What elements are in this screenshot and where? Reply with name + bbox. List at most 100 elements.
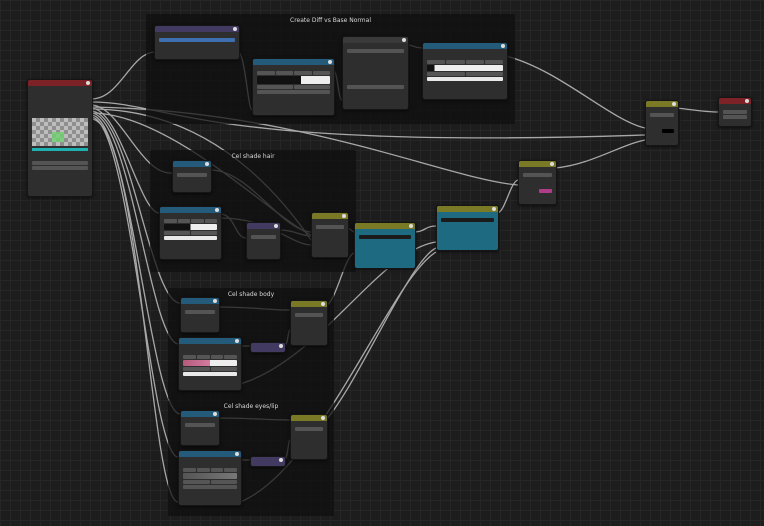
color-swatch[interactable] [539, 189, 552, 193]
olive-node[interactable] [311, 212, 349, 258]
color-ramp[interactable] [164, 224, 217, 230]
purple-node[interactable] [250, 342, 286, 353]
blue-node[interactable] [172, 160, 212, 193]
output-node[interactable] [718, 97, 752, 127]
socket-row [343, 79, 408, 84]
button-row[interactable] [183, 468, 237, 472]
teal-node[interactable] [354, 222, 416, 269]
field[interactable] [185, 423, 215, 427]
circle-icon [213, 299, 217, 303]
field[interactable] [316, 225, 344, 229]
image-field[interactable] [32, 161, 88, 165]
color-ramp[interactable] [183, 360, 237, 366]
socket-row [291, 307, 327, 312]
mode-dropdown[interactable] [359, 235, 411, 239]
button-row[interactable] [257, 71, 330, 75]
mode-dropdown[interactable] [650, 113, 674, 117]
socket-row [160, 241, 221, 246]
button-row[interactable] [164, 231, 217, 235]
source-node[interactable] [27, 79, 93, 197]
button-row[interactable] [164, 219, 217, 223]
color-ramp[interactable] [257, 76, 330, 84]
circle-icon [328, 60, 332, 64]
socket-row [160, 213, 221, 218]
mode-dropdown[interactable] [441, 218, 494, 222]
blue-node[interactable] [422, 42, 508, 100]
position-field[interactable] [164, 236, 217, 240]
button-row[interactable] [183, 367, 237, 371]
button-row[interactable] [427, 60, 503, 64]
link [90, 51, 155, 100]
preview-bar [32, 148, 88, 151]
gray-node[interactable] [342, 36, 409, 110]
checkbox-row[interactable] [173, 178, 211, 183]
color-ramp[interactable] [183, 473, 237, 479]
link [413, 225, 437, 233]
field[interactable] [347, 49, 404, 53]
purple-node[interactable] [154, 25, 240, 60]
field[interactable] [177, 173, 207, 177]
circle-icon [86, 81, 90, 85]
position-field[interactable] [427, 77, 503, 81]
olive-node[interactable] [645, 100, 679, 146]
socket-row [519, 183, 556, 188]
color-swatch[interactable] [662, 129, 674, 133]
socket-row [247, 229, 280, 234]
circle-icon [409, 224, 413, 228]
olive-node[interactable] [290, 300, 328, 346]
socket-row [423, 82, 507, 87]
socket-row [155, 32, 239, 37]
circle-icon [213, 412, 217, 416]
circle-icon [342, 214, 346, 218]
socket-row [155, 43, 239, 48]
socket-row [253, 65, 334, 70]
color-ramp[interactable] [427, 65, 503, 71]
field[interactable] [723, 115, 747, 119]
mode-dropdown[interactable] [295, 313, 323, 317]
value-slider[interactable] [159, 38, 235, 42]
socket-row [28, 111, 92, 116]
purple-node[interactable] [246, 222, 281, 260]
socket-row [179, 349, 241, 354]
mode-dropdown[interactable] [295, 427, 323, 431]
circle-icon [321, 416, 325, 420]
socket-row [291, 442, 327, 447]
position-field[interactable] [257, 90, 330, 94]
link [505, 55, 646, 129]
field[interactable] [723, 110, 747, 114]
button-row[interactable] [183, 480, 237, 484]
socket-row [181, 433, 219, 438]
mode-dropdown[interactable] [523, 173, 552, 177]
blue-node[interactable] [159, 206, 222, 260]
button-row[interactable] [427, 72, 503, 76]
blue-node[interactable] [180, 297, 220, 333]
position-field[interactable] [183, 485, 237, 489]
socket-row [437, 233, 498, 238]
image-field[interactable] [32, 166, 88, 170]
blue-node[interactable] [178, 450, 242, 506]
olive-node[interactable] [518, 160, 557, 205]
blue-node[interactable] [180, 410, 220, 446]
checkbox-row[interactable] [719, 104, 751, 109]
socket-row [181, 320, 219, 325]
blue-node[interactable] [252, 58, 335, 116]
link [90, 112, 179, 345]
circle-icon [492, 207, 496, 211]
field[interactable] [185, 310, 215, 314]
field[interactable] [251, 235, 276, 239]
position-field[interactable] [183, 372, 237, 376]
circle-icon [402, 38, 406, 42]
circle-icon [321, 302, 325, 306]
frame-label: Cel shade hair [231, 153, 275, 160]
button-row[interactable] [183, 355, 237, 359]
teal-node[interactable] [436, 205, 499, 251]
link [90, 118, 179, 503]
blue-node[interactable] [178, 337, 242, 391]
field[interactable] [347, 85, 404, 89]
button-row[interactable] [257, 85, 330, 89]
purple-node[interactable] [250, 456, 286, 467]
circle-icon [501, 44, 505, 48]
socket-row [291, 328, 327, 333]
circle-icon [745, 99, 749, 103]
olive-node[interactable] [290, 414, 328, 460]
